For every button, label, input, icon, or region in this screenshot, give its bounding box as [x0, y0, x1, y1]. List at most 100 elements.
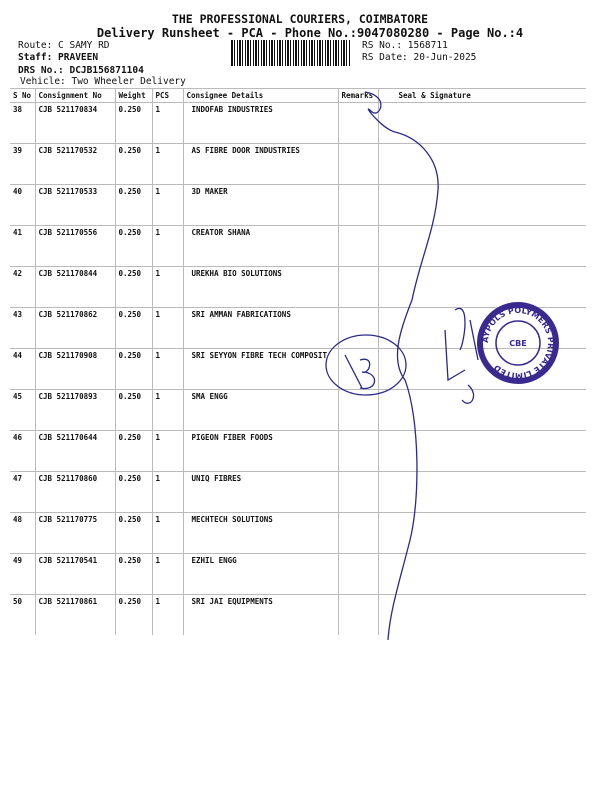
weight: 0.250 — [114, 594, 152, 635]
barcode — [231, 40, 351, 66]
consignee-name: SMA ENGG — [182, 389, 338, 431]
weight: 0.250 — [114, 348, 152, 390]
weight: 0.250 — [114, 184, 152, 226]
pcs: 1 — [151, 143, 183, 185]
seal-cell — [377, 225, 586, 267]
drs-number: DRS No.: DCJB156871104 — [18, 65, 144, 76]
consignment-no: CJB 521170556 — [34, 225, 115, 267]
seal-cell — [377, 430, 586, 472]
pcs: 1 — [151, 553, 183, 595]
company-stamp: AYPOLS POLYMERS PRIVATE LIMITED CBE — [477, 302, 559, 384]
seal-cell — [377, 553, 586, 595]
consignment-no: CJB 521170775 — [34, 512, 115, 554]
weight: 0.250 — [114, 471, 152, 513]
seal-cell — [377, 102, 586, 144]
col-remarks: Remarks — [337, 88, 378, 103]
pcs: 1 — [151, 430, 183, 472]
remarks-cell — [337, 512, 378, 554]
s-no: 43 — [10, 307, 35, 349]
pcs: 1 — [151, 348, 183, 390]
s-no: 39 — [10, 143, 35, 185]
s-no: 41 — [10, 225, 35, 267]
seal-cell — [377, 594, 586, 635]
remarks-cell — [337, 266, 378, 308]
col-seal: Seal & Signature — [377, 88, 586, 103]
consignee-name: EZHIL ENGG — [182, 553, 338, 595]
remarks-cell — [337, 430, 378, 472]
s-no: 46 — [10, 430, 35, 472]
weight: 0.250 — [114, 307, 152, 349]
s-no: 50 — [10, 594, 35, 635]
table-header: S No Consignment No Weight PCS Consignee… — [10, 88, 586, 103]
consignment-no: CJB 521170541 — [34, 553, 115, 595]
consignment-no: CJB 521170861 — [34, 594, 115, 635]
s-no: 45 — [10, 389, 35, 431]
consignment-no: CJB 521170533 — [34, 184, 115, 226]
route: Route: C SAMY RD — [18, 40, 110, 51]
col-consignment: Consignment No — [34, 88, 115, 103]
consignee-name: 3D MAKER — [182, 184, 338, 226]
weight: 0.250 — [114, 225, 152, 267]
signature-line — [364, 91, 439, 641]
consignment-no: CJB 521170862 — [34, 307, 115, 349]
pcs: 1 — [151, 184, 183, 226]
remarks-cell — [337, 553, 378, 595]
stamp-center-text: CBE — [509, 339, 526, 348]
s-no: 42 — [10, 266, 35, 308]
weight: 0.250 — [114, 102, 152, 144]
consignee-name: SRI SEYYON FIBRE TECH COMPOSIT — [182, 348, 338, 390]
weight: 0.250 — [114, 266, 152, 308]
pcs: 1 — [151, 225, 183, 267]
company-name: THE PROFESSIONAL COURIERS, COIMBATORE — [171, 12, 429, 26]
weight: 0.250 — [114, 430, 152, 472]
col-consignee: Consignee Details — [182, 88, 338, 103]
consignee-name: UNIQ FIBRES — [182, 471, 338, 513]
consignment-no: CJB 521170644 — [34, 430, 115, 472]
consignment-no: CJB 521170893 — [34, 389, 115, 431]
consignment-no: CJB 521170908 — [34, 348, 115, 390]
s-no: 48 — [10, 512, 35, 554]
remarks-cell — [337, 143, 378, 185]
s-no: 49 — [10, 553, 35, 595]
rs-date: RS Date: 20-Jun-2025 — [362, 52, 477, 63]
seal-cell — [377, 184, 586, 226]
consignee-name: CREATOR SHANA — [182, 225, 338, 267]
document-title: Delivery Runsheet - PCA - Phone No.:9047… — [96, 26, 524, 40]
pcs: 1 — [151, 102, 183, 144]
s-no: 47 — [10, 471, 35, 513]
remarks-cell — [337, 348, 378, 390]
pcs: 1 — [151, 389, 183, 431]
pcs: 1 — [151, 471, 183, 513]
remarks-cell — [337, 102, 378, 144]
consignment-no: CJB 521170860 — [34, 471, 115, 513]
col-pcs: PCS — [151, 88, 183, 103]
consignment-no: CJB 521170532 — [34, 143, 115, 185]
s-no: 40 — [10, 184, 35, 226]
pcs: 1 — [151, 594, 183, 635]
consignee-name: INDOFAB INDUSTRIES — [182, 102, 338, 144]
s-no: 38 — [10, 102, 35, 144]
remarks-cell — [337, 471, 378, 513]
pcs: 1 — [151, 307, 183, 349]
consignment-no: CJB 521170834 — [34, 102, 115, 144]
rs-number: RS No.: 1568711 — [362, 40, 448, 51]
remarks-cell — [337, 184, 378, 226]
seal-cell — [377, 143, 586, 185]
remarks-cell — [337, 225, 378, 267]
consignee-name: UREKHA BIO SOLUTIONS — [182, 266, 338, 308]
vehicle: Vehicle: Two Wheeler Delivery — [20, 76, 186, 87]
pcs: 1 — [151, 512, 183, 554]
col-weight: Weight — [114, 88, 152, 103]
remarks-cell — [337, 389, 378, 431]
consignee-name: PIGEON FIBER FOODS — [182, 430, 338, 472]
weight: 0.250 — [114, 512, 152, 554]
